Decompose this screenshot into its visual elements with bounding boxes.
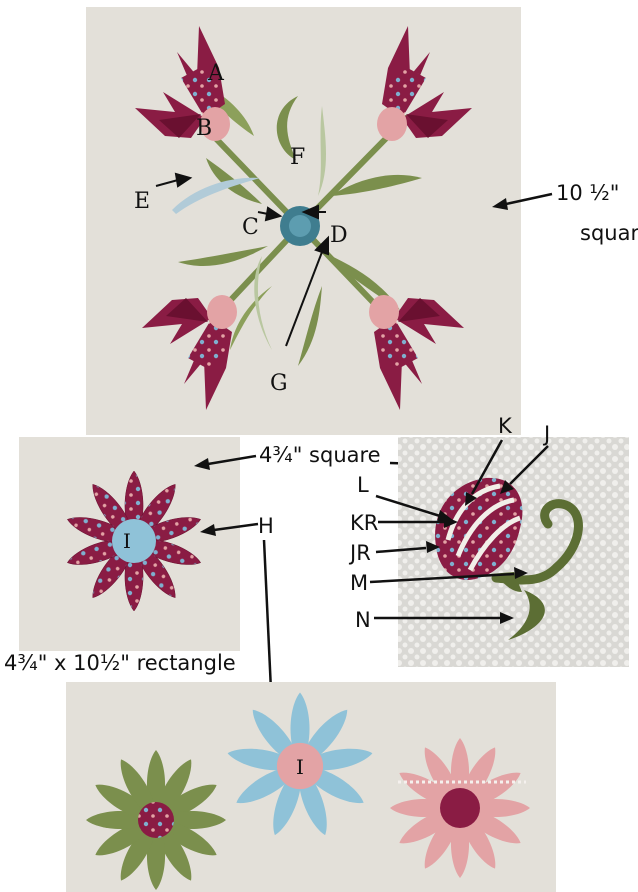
size-small-text: 4¾" square [259, 443, 381, 467]
label-h: H [258, 514, 274, 538]
label-a: A [207, 61, 225, 86]
label-b: B [196, 116, 212, 141]
size-rect: 4¾" x 10½" rectangle [4, 651, 236, 675]
label-i-bottom: I [296, 755, 304, 779]
label-c: C [242, 215, 259, 240]
label-g: G [270, 371, 288, 396]
label-kr: KR [350, 511, 378, 535]
flower-center-i [112, 519, 156, 563]
small-block-bud: K J L KR JR M N [348, 414, 629, 667]
label-jr: JR [348, 541, 371, 565]
main-block: A B F E C D G [86, 7, 521, 435]
label-e: E [134, 189, 150, 214]
size-big-line1: 10 ½" [556, 181, 619, 205]
label-j: J [542, 422, 550, 446]
label-d: D [330, 223, 348, 248]
label-k: K [498, 414, 513, 438]
label-l: L [357, 473, 369, 497]
label-m: M [350, 571, 368, 595]
size-big-line2: square [580, 221, 638, 245]
label-f: F [290, 145, 305, 170]
label-n: N [355, 608, 371, 632]
rect-block: I [66, 682, 556, 892]
bud-block-fabric [398, 437, 629, 667]
label-i-small: I [123, 529, 131, 553]
